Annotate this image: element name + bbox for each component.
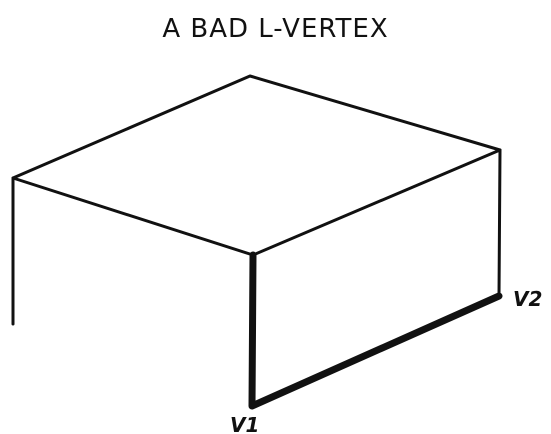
label-v1: V1	[230, 413, 259, 434]
l-vertex-edges	[248, 251, 503, 410]
diagram-title: A BAD L-VERTEX	[162, 14, 389, 44]
right-edge	[497, 148, 502, 298]
label-v2: V2	[513, 287, 542, 311]
top-face-edges	[11, 74, 502, 257]
